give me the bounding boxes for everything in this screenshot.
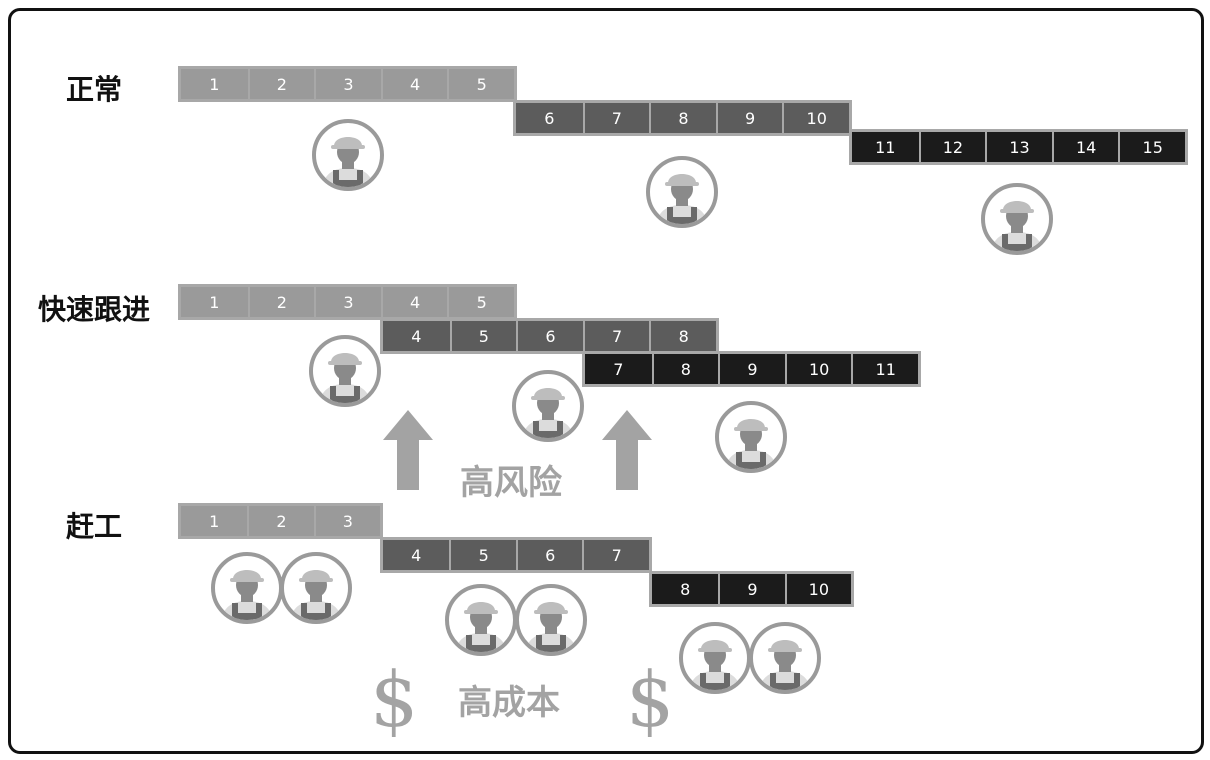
worker-icon (645, 155, 719, 229)
task-cell: 14 (1051, 132, 1119, 162)
dollar-icon: $ (370, 655, 419, 744)
normal-phase-1: 1 2 3 4 5 (178, 66, 517, 102)
task-cell: 15 (1118, 132, 1186, 162)
task-cell: 2 (247, 506, 314, 536)
high-cost-label: 高成本 (458, 683, 560, 723)
task-cell: 3 (314, 69, 381, 99)
task-cell: 2 (247, 69, 315, 99)
task-cell: 6 (516, 321, 583, 351)
crashing-phase-2: 4 5 6 7 (380, 537, 652, 573)
dollar-icon: $ (626, 655, 675, 744)
crashing-phase-3: 8 9 10 (649, 571, 854, 607)
worker-icon (308, 334, 382, 408)
task-cell: 3 (313, 506, 380, 536)
fast-tracking-phase-1: 1 2 3 4 5 (178, 284, 517, 320)
diagram-frame (8, 8, 1204, 754)
task-cell: 10 (782, 103, 850, 133)
task-cell: 8 (649, 321, 717, 351)
worker-icon (748, 621, 822, 695)
normal-phase-3: 11 12 13 14 15 (849, 129, 1188, 165)
task-cell: 4 (380, 69, 448, 99)
task-cell: 10 (784, 354, 852, 384)
task-cell: 5 (447, 287, 515, 317)
worker-icon (279, 551, 353, 625)
task-cell: 6 (516, 103, 583, 133)
task-cell: 7 (582, 540, 649, 570)
task-cell: 7 (585, 354, 652, 384)
task-cell: 2 (247, 287, 315, 317)
worker-icon (210, 551, 284, 625)
task-cell: 1 (181, 287, 248, 317)
task-cell: 10 (784, 574, 851, 604)
worker-icon (678, 621, 752, 695)
fast-tracking-phase-3: 7 8 9 10 11 (582, 351, 921, 387)
task-cell: 11 (851, 354, 919, 384)
task-cell: 4 (380, 287, 448, 317)
worker-icon (511, 369, 585, 443)
task-cell: 5 (447, 69, 515, 99)
arrow-up-icon (383, 410, 433, 490)
high-risk-label: 高风险 (460, 463, 562, 503)
task-cell: 11 (852, 132, 919, 162)
task-cell: 4 (383, 540, 450, 570)
task-cell: 7 (582, 103, 650, 133)
task-cell: 4 (383, 321, 450, 351)
worker-icon (444, 583, 518, 657)
task-cell: 9 (718, 354, 785, 384)
task-cell: 13 (985, 132, 1052, 162)
worker-icon (514, 583, 588, 657)
task-cell: 8 (651, 354, 719, 384)
row-label-fast-tracking: 快速跟进 (38, 293, 151, 326)
task-cell: 1 (181, 506, 248, 536)
task-cell: 9 (718, 574, 785, 604)
task-cell: 8 (649, 103, 716, 133)
task-cell: 1 (181, 69, 248, 99)
task-cell: 5 (449, 321, 517, 351)
normal-phase-2: 6 7 8 9 10 (513, 100, 852, 136)
crashing-phase-1: 1 2 3 (178, 503, 383, 539)
task-cell: 7 (582, 321, 650, 351)
fast-tracking-phase-2: 4 5 6 7 8 (380, 318, 719, 354)
worker-icon (980, 182, 1054, 256)
row-label-normal: 正常 (66, 73, 123, 106)
task-cell: 12 (918, 132, 986, 162)
task-cell: 9 (715, 103, 783, 133)
task-cell: 3 (314, 287, 381, 317)
task-cell: 5 (449, 540, 516, 570)
task-cell: 8 (652, 574, 719, 604)
row-label-crashing: 赶工 (66, 510, 123, 543)
task-cell: 6 (515, 540, 583, 570)
worker-icon (311, 118, 385, 192)
arrow-up-icon (602, 410, 652, 490)
worker-icon (714, 400, 788, 474)
